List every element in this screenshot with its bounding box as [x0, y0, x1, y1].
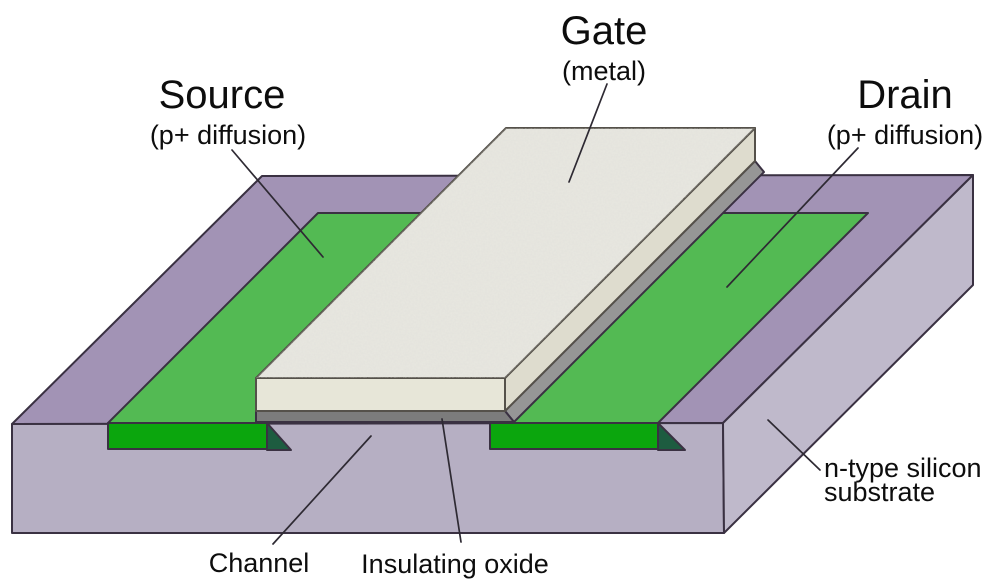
source-notch-shadow	[266, 422, 292, 451]
substrate-label-line1: n-type silicon	[824, 453, 982, 483]
channel-label: Channel	[209, 548, 310, 578]
drain-notch-shadow	[657, 422, 686, 451]
source-label: Source	[159, 73, 286, 117]
drain-sublabel: (p+ diffusion)	[827, 120, 983, 150]
gate-sublabel: (metal)	[562, 56, 646, 86]
source-sublabel: (p+ diffusion)	[150, 120, 306, 150]
oxide-front-face	[255, 410, 515, 423]
gate-top-texture	[256, 128, 755, 378]
substrate-right-face	[722, 174, 974, 534]
substrate-leader-line	[767, 419, 821, 471]
insulating-oxide-label: Insulating oxide	[361, 549, 549, 579]
source-diffusion-front	[107, 422, 268, 450]
gate-label: Gate	[561, 9, 648, 53]
oxide-leader-line	[441, 418, 462, 543]
gate-front-face	[255, 377, 506, 412]
gate-leader-line	[568, 83, 608, 183]
drain-leader-line	[726, 147, 859, 288]
source-leader-line	[231, 149, 324, 258]
drain-diffusion-front	[489, 422, 659, 450]
substrate-label-line2: substrate	[824, 477, 935, 507]
drain-label: Drain	[857, 73, 953, 117]
channel-leader-line	[272, 435, 372, 545]
